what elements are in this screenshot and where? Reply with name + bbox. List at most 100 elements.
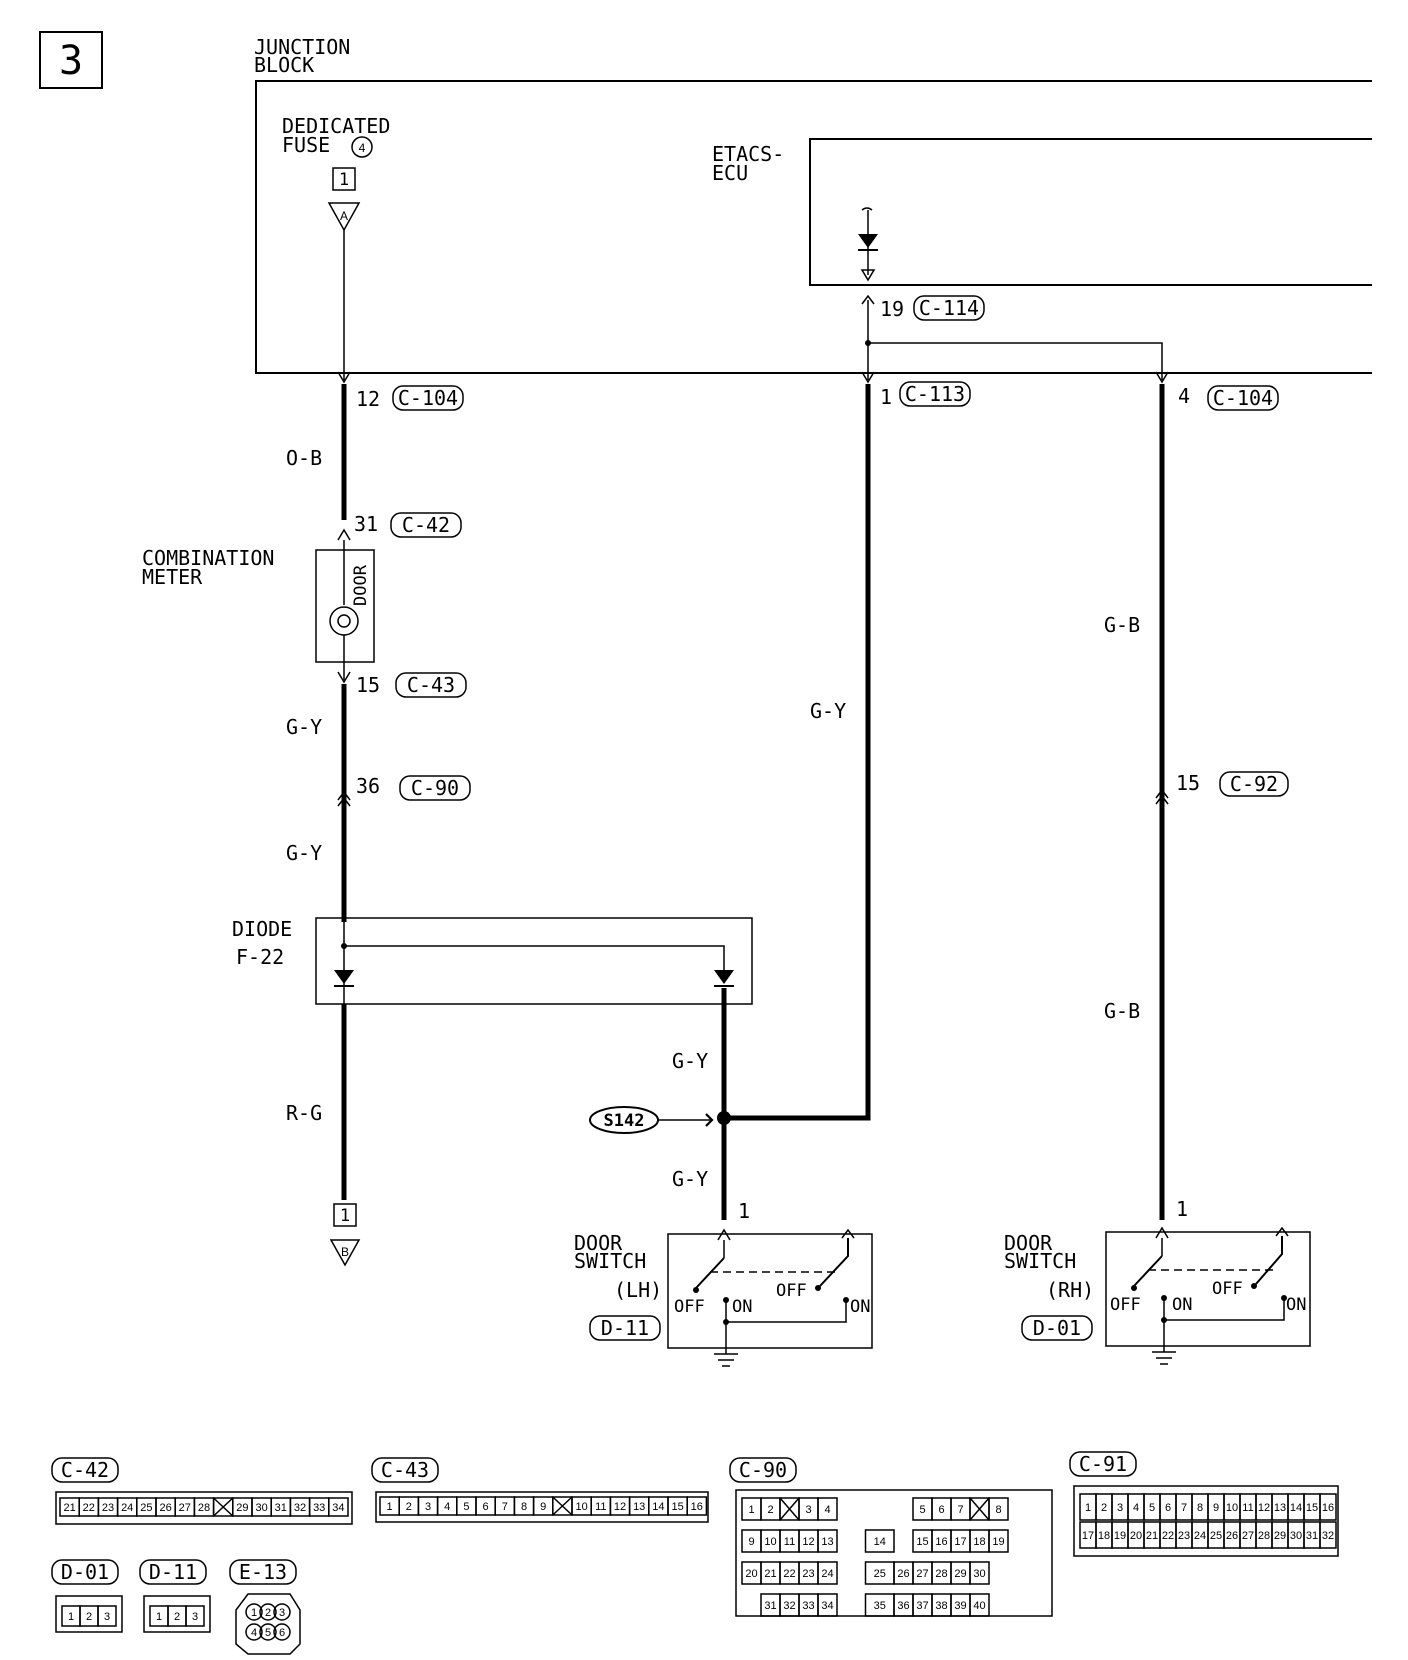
c43pins-13-pin: 13 [633,1501,645,1513]
door-switch-rh-box [1105,1231,1311,1347]
c91pins-15-pin: 16 [1322,1502,1334,1514]
c90pins-16-pin: 15 [916,1536,928,1548]
c91pins-6-pin: 7 [1181,1502,1187,1514]
e13-pin-5-circle [259,1623,277,1641]
c90pins-7-pin: 7 [957,1504,963,1516]
c90pins-25-cell [817,1561,838,1585]
c90pins-9-pin: 8 [995,1504,1001,1516]
e13-pin-5: 5 [265,1627,271,1639]
door-switch-lh-ground-dot [723,1319,729,1325]
door-switch-lh-ground-wire [725,1300,847,1348]
c91-view-label: C-91 [1079,1452,1127,1476]
d01-view-label: D-01 [61,1560,109,1584]
door-switch-lh-label-2: SWITCH [574,1249,646,1273]
c91pins-10-pin: 11 [1242,1502,1253,1514]
door-switch-lh-contact-2 [819,1238,849,1287]
c104-left-badge [392,385,464,411]
c42pins-13-pin: 33 [313,1502,325,1514]
c42-terminal-arrow [337,528,351,541]
dedicated-fuse-label-2: FUSE [282,133,330,157]
c91pins-13-pin: 14 [1290,1502,1302,1514]
c43pins-12-pin: 12 [614,1501,626,1513]
door-switch-rh-contact-1 [1133,1255,1163,1287]
door-switch-lh-label-1: DOOR [574,1231,623,1255]
e13-view-badge [229,1559,297,1585]
flag-a-label: A [340,209,348,223]
wire-label-g-y-4: G-Y [672,1049,708,1073]
c104-right-label: C-104 [1213,386,1273,410]
right-top-terminal-arrow [1155,371,1169,384]
c91pins-5-pin: 22 [1162,1530,1174,1542]
flag-a-triangle [327,202,361,232]
c90pins-23-pin: 22 [783,1568,795,1580]
d01pins-1-pin: 2 [86,1611,92,1623]
c90pins-29-pin: 28 [935,1568,947,1580]
c42-view-badge [51,1457,119,1483]
wire-label-g-b-2: G-B [1104,999,1140,1023]
d11pins-0-pin: 1 [156,1611,162,1623]
junction-block-label-2: BLOCK [254,53,314,77]
c91pins-3-pin: 20 [1130,1530,1142,1542]
d11-view-badge [139,1559,207,1585]
c114-label: C-114 [919,296,979,320]
rh-off-1: OFF [1110,1295,1141,1315]
e13-pin-2-circle [259,1603,277,1621]
c42pins-14-pin: 34 [332,1502,344,1514]
page-number: 3 [59,38,83,84]
door-switch-rh-contact-2 [1255,1236,1283,1285]
door-switch-rh-ground-dot [1161,1317,1167,1323]
e13-pin-4-circle [245,1623,263,1641]
d01-badge [1021,1315,1093,1341]
page-number-box [39,31,103,89]
door-switch-rh-side: (RH) [1046,1278,1094,1302]
c91pins-11-pin: 12 [1258,1502,1270,1514]
c90pins-24-pin: 23 [802,1568,814,1580]
etacs-arrow-icon [860,269,876,282]
diode-label-2: F-22 [236,945,284,969]
c43pins-16-cell [686,1496,708,1516]
c43-pin: 15 [356,673,380,697]
door-switch-rh-contact-2-pivot [1251,1283,1257,1289]
c90pins-28-pin: 27 [916,1568,928,1580]
c43pins-9-empty-mark [552,1496,573,1516]
c42-view-label: C-42 [61,1458,109,1482]
c90pins-30-pin: 29 [954,1568,966,1580]
c43pins-7-pin: 8 [521,1501,527,1513]
door-switch-lh-contact-1-pivot [693,1287,699,1293]
junction-block-outline [255,80,1372,374]
c90pins-4-pin: 4 [824,1504,830,1516]
c91pins-14-pin: 15 [1306,1502,1318,1514]
c91pins-9-pin: 10 [1226,1502,1238,1514]
c91-view-body [1073,1485,1339,1557]
c42-pin: 31 [354,512,378,536]
fuse-terminal-box [332,167,356,191]
d11-badge [589,1315,661,1341]
wire-label-g-y-2: G-Y [286,841,322,865]
d11pins-2-cell [185,1605,205,1627]
door-switch-lh-terminal-arrow [717,1228,731,1241]
c90pins-11-pin: 10 [764,1536,776,1548]
c42-label: C-42 [402,513,450,537]
c90pins-2-empty-mark [779,1497,800,1521]
c43pins-15-pin: 15 [671,1501,683,1513]
c92-label: C-92 [1230,772,1278,796]
c43-terminal-arrow [337,671,351,684]
c91-view-badge [1069,1451,1137,1477]
d01-label: D-01 [1033,1316,1081,1340]
combination-meter-label-2: METER [142,565,203,589]
left-top-terminal-arrow [337,371,351,384]
e13-pin-6: 6 [279,1627,285,1639]
fuse-number: 4 [359,141,366,155]
e13-pin-1: 1 [251,1607,257,1619]
lh-on-1: ON [732,1297,752,1317]
c90pins-22-pin: 21 [764,1568,776,1580]
ground-rh-icon [1152,1346,1176,1365]
c43pins-10-pin: 10 [575,1501,587,1513]
c42pins-5-pin: 26 [159,1502,171,1514]
lh-on-2: ON [850,1297,870,1317]
c90pins-15-cell [864,1529,895,1553]
c42pins-2-pin: 23 [102,1502,114,1514]
